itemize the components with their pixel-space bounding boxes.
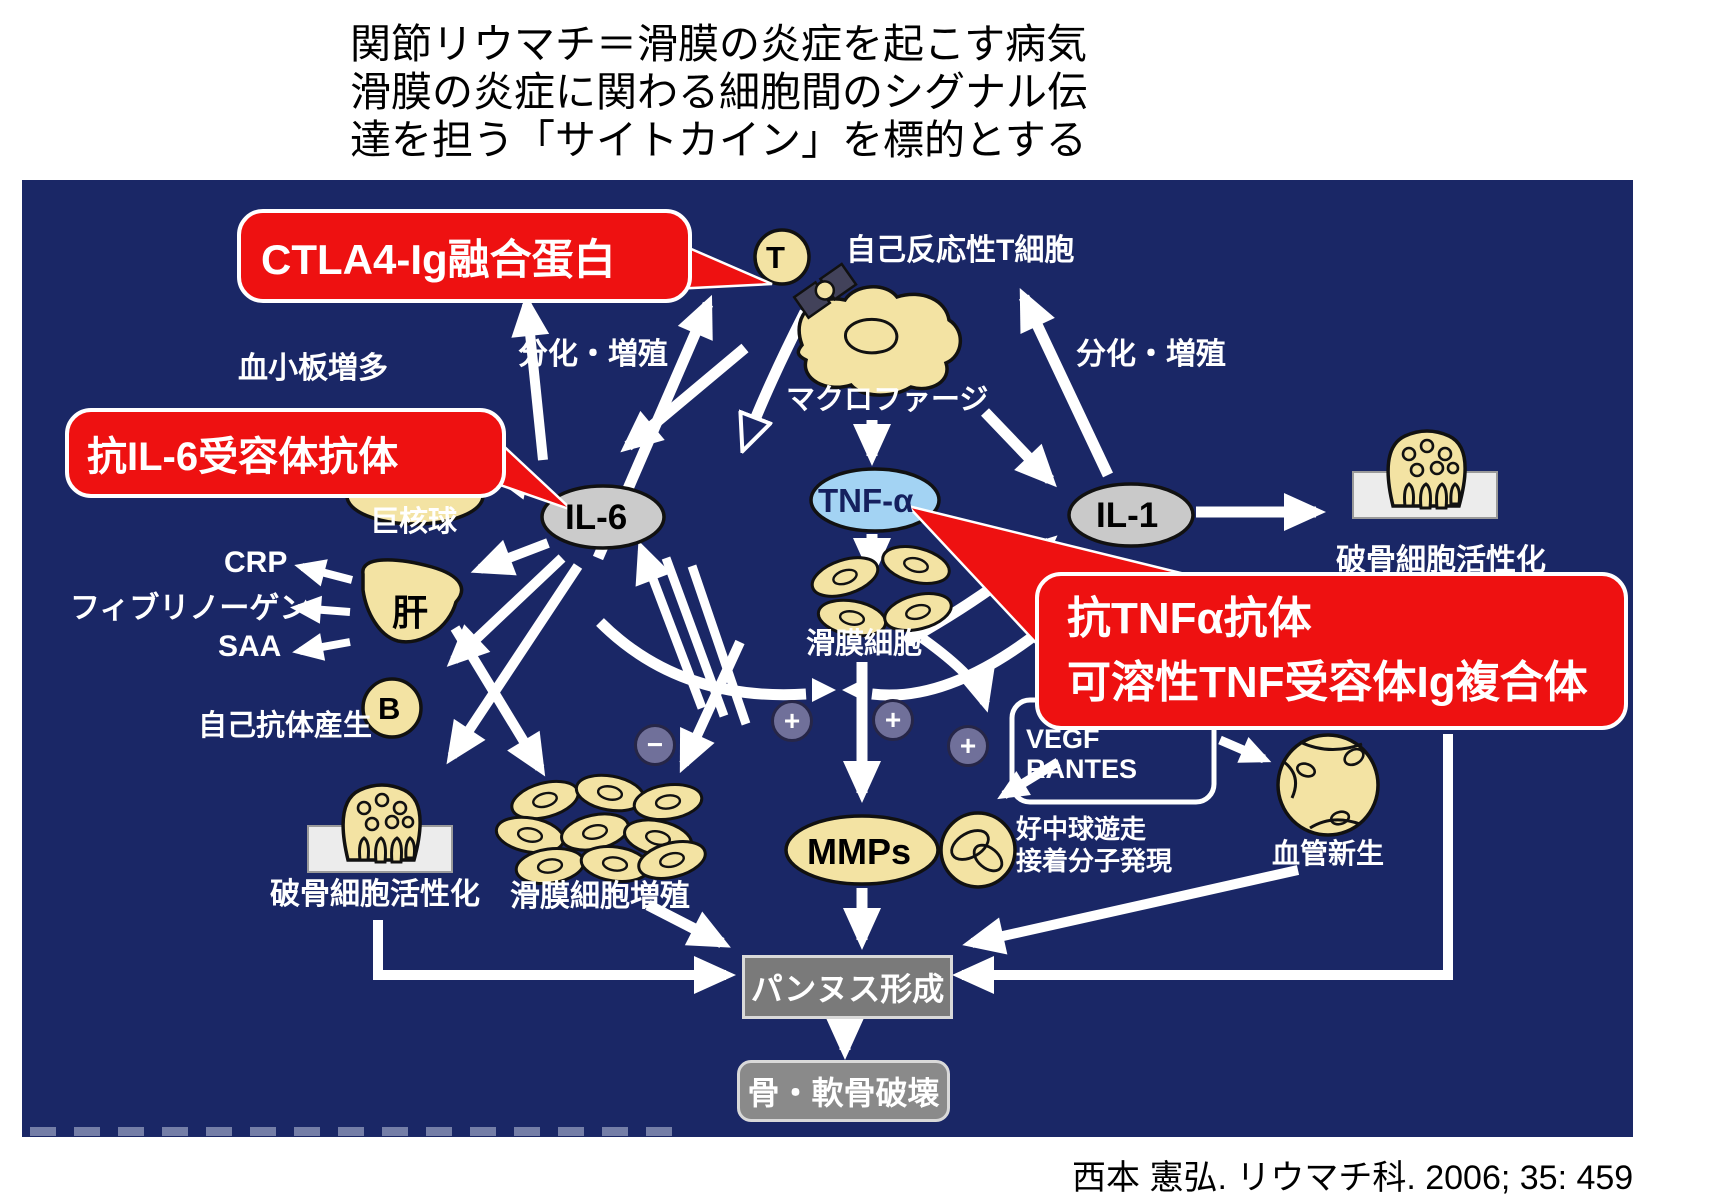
il1-node-shape <box>1067 482 1195 548</box>
label-neutrophil-migration: 好中球遊走 <box>1016 814 1147 844</box>
callout-anti-il6: 抗IL-6受容体抗体 <box>65 408 506 498</box>
il6-node-text: IL-6 <box>565 498 628 537</box>
plus-sign: + <box>872 699 914 741</box>
label-synovial-cells: 滑膜細胞 <box>806 628 923 660</box>
b-cell <box>361 677 423 739</box>
label-fibrinogen: フィブリノーゲン <box>70 592 310 625</box>
il1-node-text: IL-1 <box>1096 496 1159 535</box>
label-crp: CRP <box>224 546 288 579</box>
callout-anti-il6-text: 抗IL-6受容体抗体 <box>87 435 399 479</box>
label-thrombocytosis: 血小板増多 <box>238 352 388 385</box>
slide-title: 関節リウマチ＝滑膜の炎症を起こす病気 滑膜の炎症に関わる細胞間のシグナル伝 達を… <box>350 20 1088 164</box>
label-angiogenesis: 血管新生 <box>1272 838 1385 869</box>
feedback-triangle-right <box>812 678 836 702</box>
callout-ctla4-text: CTLA4-Ig融合蛋白 <box>261 235 616 283</box>
costimulation-connector <box>792 262 858 320</box>
label-megakaryocyte: 巨核球 <box>370 506 458 538</box>
angiogenesis-cell <box>1276 733 1380 837</box>
label-diff-prolif-left: 分化・増殖 <box>518 338 668 371</box>
tnf-node-shape <box>809 467 941 533</box>
minus-sign: − <box>634 724 676 766</box>
mmps-node-text: MMPs <box>807 831 912 872</box>
neutrophil-cell <box>939 811 1017 889</box>
osteoclast-left-icon <box>306 783 454 874</box>
label-osteoclast-right: 破骨細胞活性化 <box>1336 544 1546 577</box>
synovial-proliferation-cluster <box>492 768 711 890</box>
macrophage-cell <box>796 285 962 397</box>
label-autoantibody: 自己抗体産生 <box>198 710 373 742</box>
label-saa: SAA <box>218 630 282 663</box>
callout-anti-tnf-line1: 抗TNFα抗体 <box>1067 594 1312 643</box>
synovial-cells-cluster <box>805 538 957 643</box>
b-cell-letter: B <box>378 691 401 726</box>
title-line-2: 滑膜の炎症に関わる細胞間のシグナル伝 <box>350 69 1088 115</box>
label-osteoclast-left: 破骨細胞活性化 <box>270 878 480 911</box>
pannus-box: パンヌス形成 <box>742 955 953 1019</box>
label-macrophage: マクロファージ <box>786 384 989 416</box>
label-diff-prolif-right: 分化・増殖 <box>1076 338 1226 371</box>
osteoclast-right-icon <box>1351 429 1499 520</box>
tnf-node-text: TNF-α <box>818 482 914 519</box>
label-autoreactive-t: 自己反応性T細胞 <box>846 234 1075 267</box>
callout-anti-tnf: 抗TNFα抗体 可溶性TNF受容体Ig複合体 <box>1035 572 1628 730</box>
label-synovial-prolif: 滑膜細胞増殖 <box>510 880 690 913</box>
label-adhesion-molecule: 接着分子発現 <box>1016 846 1173 876</box>
t-cell <box>753 228 811 286</box>
callout-anti-tnf-line2: 可溶性TNF受容体Ig複合体 <box>1067 658 1588 707</box>
plus-sign: + <box>771 700 813 742</box>
bone-destruction-box: 骨・軟骨破壊 <box>737 1060 950 1122</box>
liver-letter: 肝 <box>392 592 429 633</box>
t-cell-letter: T <box>766 240 785 275</box>
mmps-node-shape <box>784 814 940 886</box>
title-line-3: 達を担う「サイトカイン」を標的とする <box>350 117 1087 163</box>
label-rantes: RANTES <box>1026 754 1138 784</box>
feedback-triangle-left <box>842 678 866 702</box>
title-line-1: 関節リウマチ＝滑膜の炎症を起こす病気 <box>350 21 1088 67</box>
il6-node-shape <box>540 484 666 550</box>
callout-ctla4: CTLA4-Ig融合蛋白 <box>237 209 692 303</box>
cropped-text-remnant <box>30 1127 690 1136</box>
citation: 西本 憲弘. リウマチ科. 2006; 35: 459 <box>1072 1159 1634 1197</box>
liver-shape <box>361 558 464 644</box>
plus-sign: + <box>947 725 989 767</box>
